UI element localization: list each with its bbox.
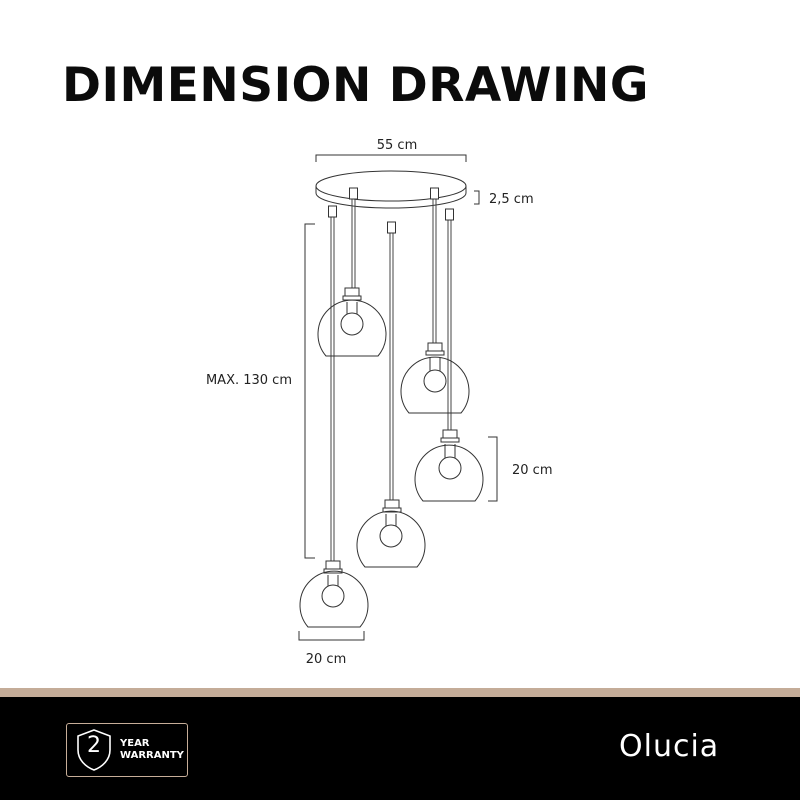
canopy-width-label: 55 cm (377, 138, 418, 153)
shade-width-dimension-line (298, 631, 365, 641)
pendant-shade-4 (356, 499, 426, 568)
cable-grips (328, 187, 454, 234)
ceiling-canopy (315, 170, 467, 209)
max-length-label: MAX. 130 cm (206, 373, 292, 388)
page-title: DIMENSION DRAWING (62, 58, 649, 113)
warranty-line-1: YEAR (120, 738, 150, 749)
pendant-shade-5 (299, 560, 369, 628)
warranty-badge: 2 YEAR WARRANTY (66, 723, 188, 777)
max-length-dimension-line (304, 223, 315, 559)
accent-stripe (0, 688, 800, 697)
canopy-height-label: 2,5 cm (489, 192, 534, 207)
warranty-line-2: WARRANTY (120, 750, 184, 761)
canopy-height-dimension-line (474, 190, 480, 205)
suspension-cables (330, 199, 452, 561)
brand-logo-text: Olucia (619, 729, 720, 764)
shade-height-label: 20 cm (512, 463, 553, 478)
pendant-shade-2 (400, 342, 470, 414)
dimension-drawing: 55 cm 2,5 cm MAX. 130 cm 20 cm 20 cm (206, 138, 553, 667)
warranty-text: YEAR WARRANTY (120, 738, 184, 762)
shield-icon (77, 729, 111, 771)
pendant-shade-1 (317, 287, 387, 357)
footer-bar: 2 YEAR WARRANTY Olucia (0, 697, 800, 800)
shade-height-dimension-line (488, 436, 498, 502)
pendant-shade-3 (414, 429, 484, 502)
canopy-width-dimension-line (315, 154, 467, 162)
shade-width-label: 20 cm (306, 652, 347, 667)
warranty-years-number: 2 (87, 733, 101, 758)
